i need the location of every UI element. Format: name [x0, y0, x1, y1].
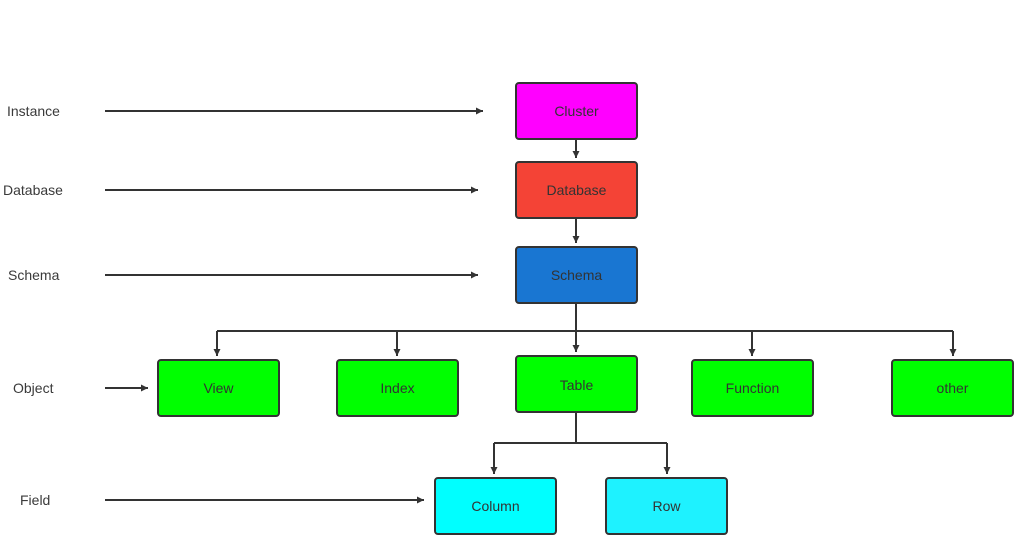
schema-node[interactable]: Schema	[515, 246, 638, 304]
other-node[interactable]: other	[891, 359, 1014, 417]
level-label-database: Database	[3, 182, 63, 198]
database-node[interactable]: Database	[515, 161, 638, 219]
function-node[interactable]: Function	[691, 359, 814, 417]
level-label-schema: Schema	[8, 267, 60, 283]
level-label-object: Object	[13, 380, 54, 396]
row-node[interactable]: Row	[605, 477, 728, 535]
cluster-node[interactable]: Cluster	[515, 82, 638, 140]
view-node[interactable]: View	[157, 359, 280, 417]
level-label-field: Field	[20, 492, 51, 508]
level-label-instance: Instance	[7, 103, 60, 119]
column-node[interactable]: Column	[434, 477, 557, 535]
table-node[interactable]: Table	[515, 355, 638, 413]
index-node[interactable]: Index	[336, 359, 459, 417]
